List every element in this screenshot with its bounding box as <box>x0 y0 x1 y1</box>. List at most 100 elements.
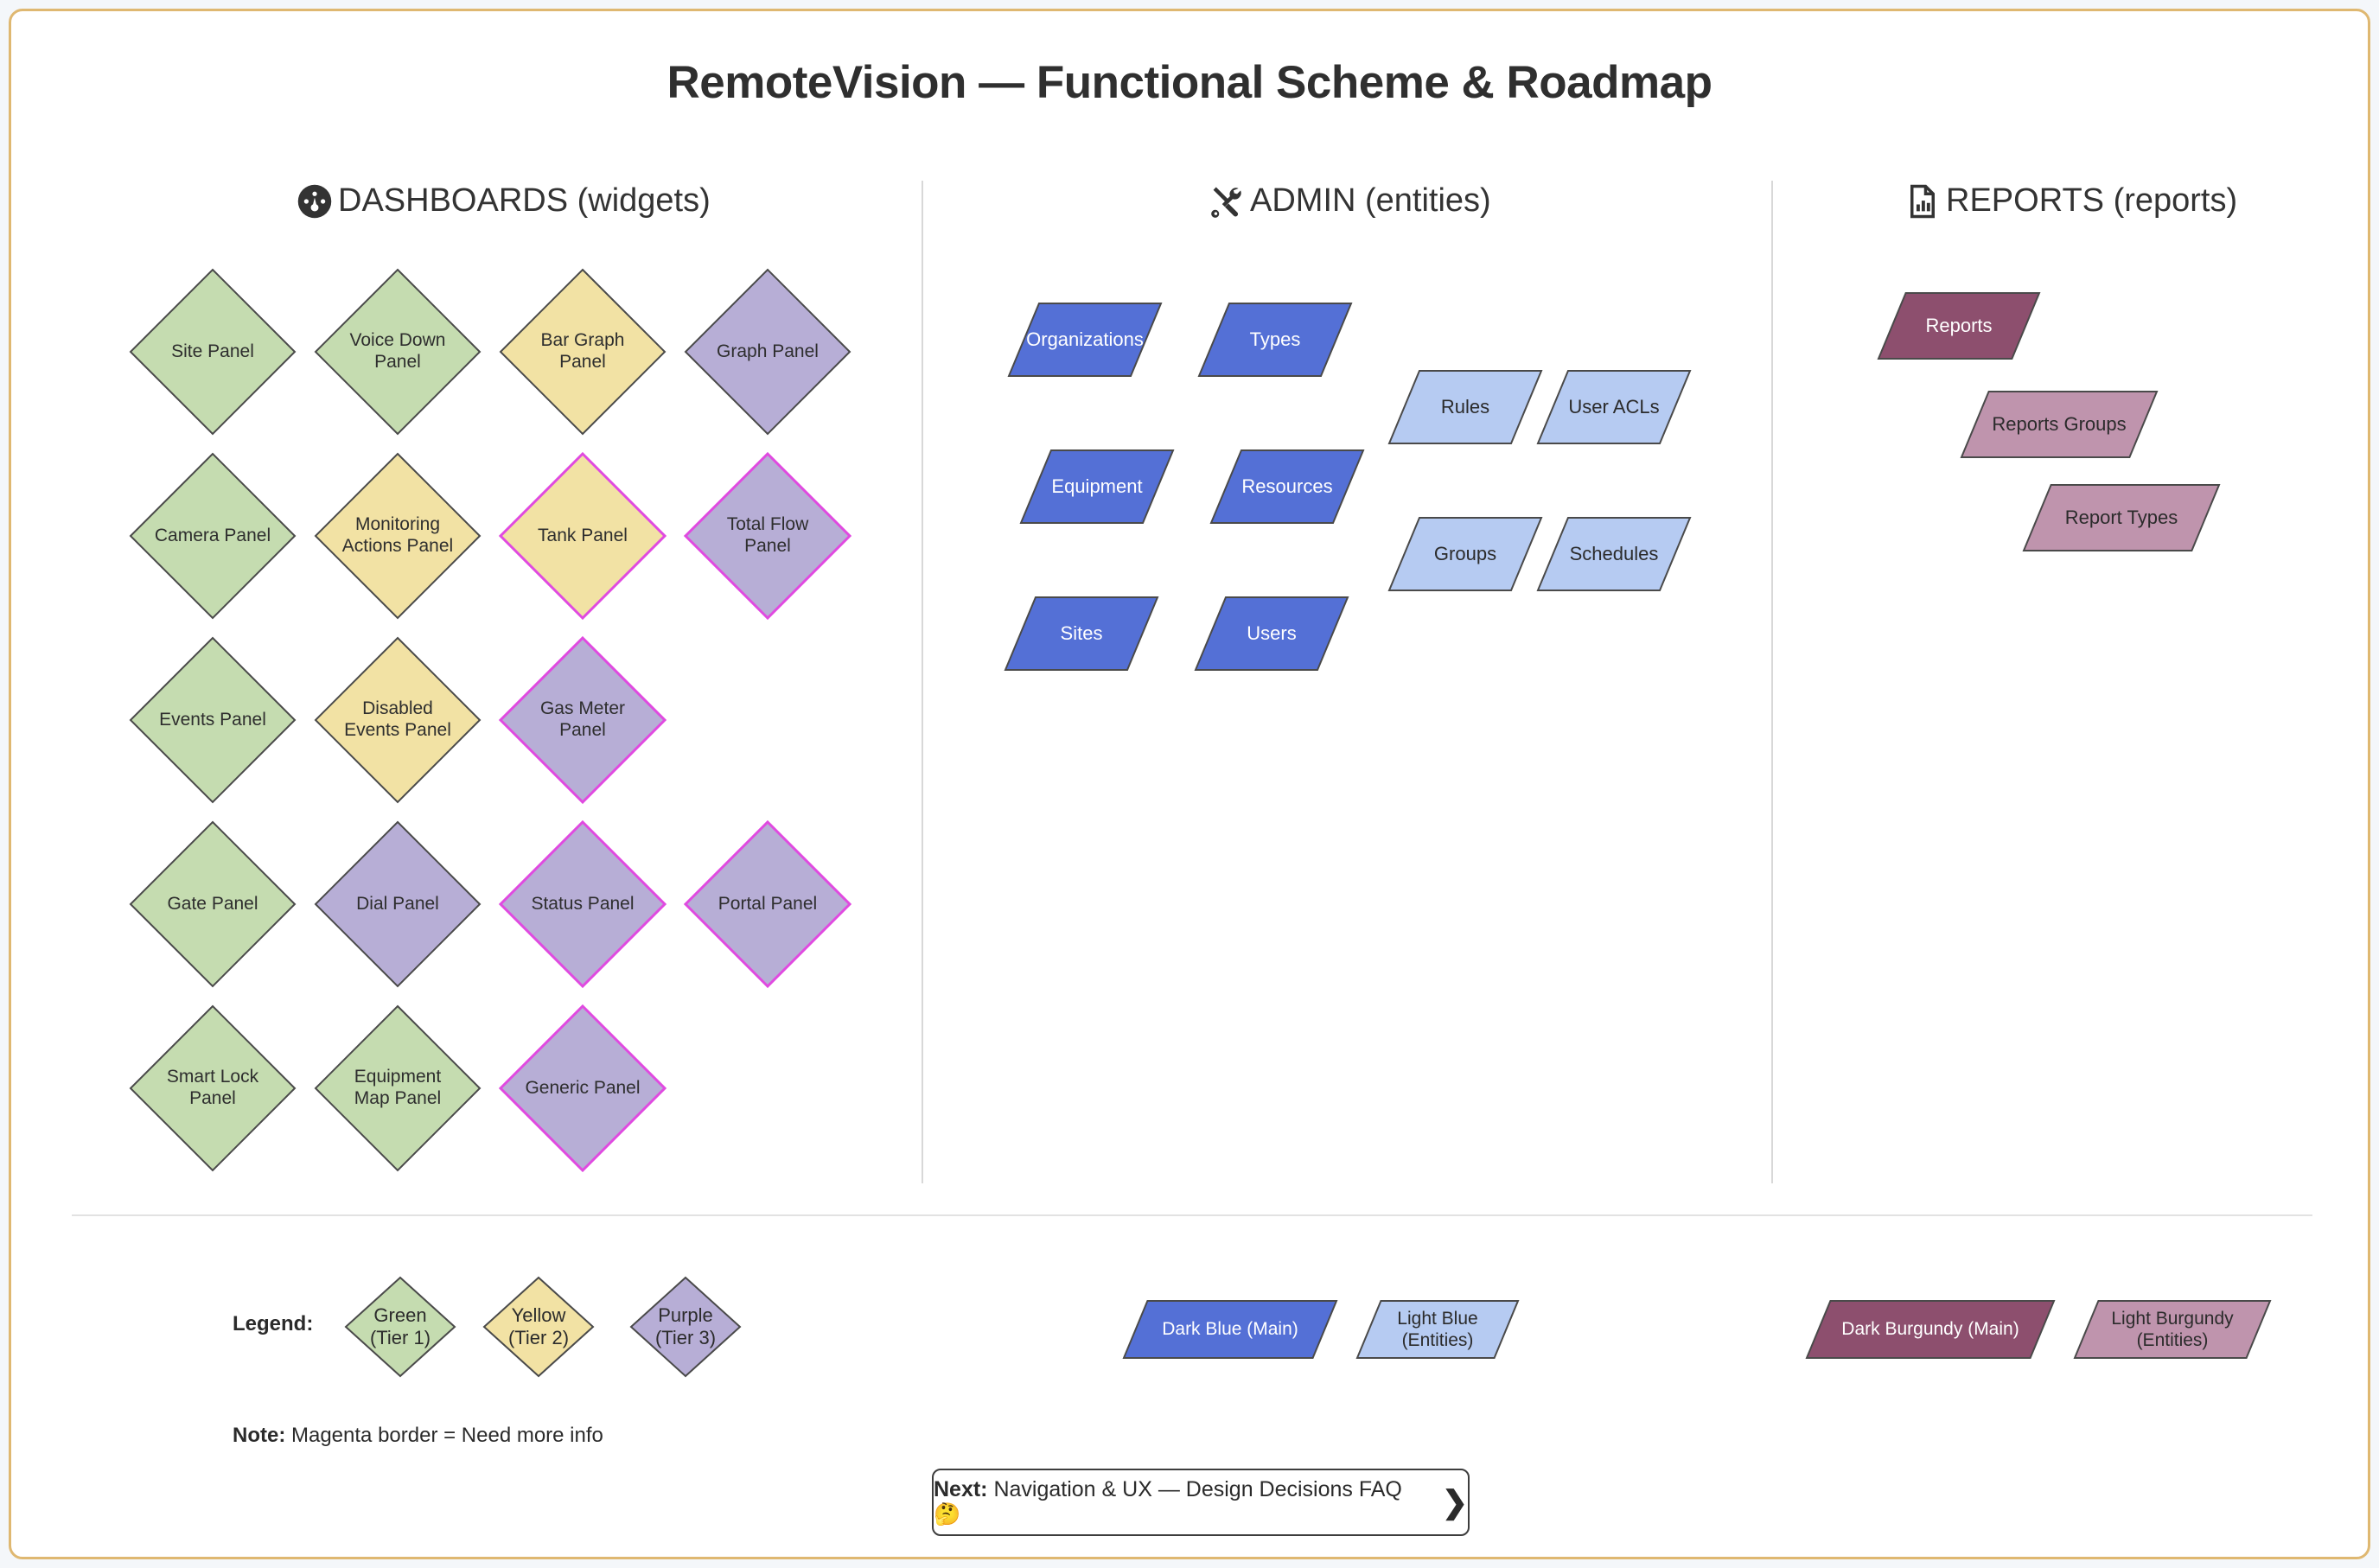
column-header-admin-label: ADMIN (entities) <box>1250 182 1491 219</box>
page-title: RemoteVision — Functional Scheme & Roadm… <box>667 57 1712 108</box>
diamond-shape <box>498 1004 667 1173</box>
entity-label: Rules <box>1440 395 1490 417</box>
chevron-right-icon[interactable]: ❯ <box>1441 1484 1468 1520</box>
widget-label: Disabled Events Panel <box>344 698 451 740</box>
parallelogram-shape <box>1197 303 1353 377</box>
widget-label: Gas Meter Panel <box>539 698 625 740</box>
column-divider-1 <box>922 181 923 1183</box>
widget-diamond[interactable]: Graph Panel <box>683 267 852 437</box>
entity-label: User ACLs <box>1568 395 1660 417</box>
widget-diamond[interactable]: Site Panel <box>128 267 297 437</box>
entity-label: Reports <box>1925 314 1993 336</box>
legend-shape-swatch: Dark Blue (Main) <box>1122 1299 1338 1360</box>
admin-entity[interactable]: Rules <box>1387 369 1543 445</box>
widget-label: Status Panel <box>531 893 635 914</box>
widget-diamond[interactable]: Dial Panel <box>313 819 482 989</box>
diamond-shape <box>129 636 297 804</box>
parallelogram-shape <box>1387 517 1543 591</box>
diamond-shape <box>683 819 852 989</box>
next-label: Next: Navigation & UX — Design Decisions… <box>934 1477 1430 1527</box>
diamond-shape <box>129 268 297 436</box>
widget-diamond[interactable]: Generic Panel <box>498 1004 667 1173</box>
legend-shape-swatch: Light Blue(Entities) <box>1355 1299 1520 1360</box>
diamond-shape <box>498 635 667 805</box>
widget-diamond[interactable]: Voice Down Panel <box>313 267 482 437</box>
diagram-card: RemoteVision — Functional Scheme & Roadm… <box>9 9 2370 1559</box>
legend-tier-diamond: Yellow(Tier 2) <box>482 1276 595 1378</box>
entity-label: Light Blue(Entities) <box>1397 1308 1478 1350</box>
widget-label: Site Panel <box>171 341 254 361</box>
column-header-reports: REPORTS (reports) <box>1904 182 2237 220</box>
parallelogram-shape <box>1007 303 1163 377</box>
diamond-shape <box>499 268 667 436</box>
next-button[interactable]: Next: Navigation & UX — Design Decisions… <box>932 1469 1470 1536</box>
entity-label: Sites <box>1060 621 1103 644</box>
column-header-admin: ADMIN (entities) <box>1209 182 1491 220</box>
parallelogram-shape <box>1004 596 1159 671</box>
widget-diamond[interactable]: Portal Panel <box>683 819 852 989</box>
entity-label: Reports Groups <box>1992 412 2127 435</box>
admin-entity[interactable]: Resources <box>1209 449 1365 525</box>
parallelogram-shape <box>1209 449 1365 524</box>
note-body: Magenta border = Need more info <box>285 1424 603 1447</box>
widget-label: Smart Lock Panel <box>166 1067 259 1108</box>
diamond-shape <box>498 819 667 989</box>
report-entity[interactable]: Reports Groups <box>1960 390 2159 459</box>
entity-label: Users <box>1247 621 1297 644</box>
admin-entity[interactable]: Users <box>1194 596 1349 672</box>
admin-entity[interactable]: User ACLs <box>1536 369 1692 445</box>
widget-diamond[interactable]: Equipment Map Panel <box>313 1004 482 1173</box>
report-entity[interactable]: Report Types <box>2022 483 2221 552</box>
widget-diamond[interactable]: Bar Graph Panel <box>498 267 667 437</box>
widget-label: Camera Panel <box>154 525 271 545</box>
widget-label: Events Panel <box>159 709 266 730</box>
diamond-shape <box>683 451 852 621</box>
widget-diamond[interactable]: Status Panel <box>498 819 667 989</box>
legend-tier-label: Yellow(Tier 2) <box>507 1303 570 1348</box>
admin-entity[interactable]: Equipment <box>1019 449 1175 525</box>
report-document-icon <box>1904 183 1941 220</box>
admin-entity[interactable]: Schedules <box>1536 516 1692 592</box>
parallelogram-shape <box>1122 1300 1338 1359</box>
diamond-shape <box>314 268 482 436</box>
entity-label: Schedules <box>1569 542 1659 564</box>
widget-diamond[interactable]: Events Panel <box>128 635 297 805</box>
entity-label: Report Types <box>2064 506 2178 528</box>
legend-tier-label: Green(Tier 1) <box>369 1303 431 1348</box>
entity-label: Dark Blue (Main) <box>1162 1319 1298 1340</box>
admin-entity[interactable]: Groups <box>1387 516 1543 592</box>
widget-diamond[interactable]: Gas Meter Panel <box>498 635 667 805</box>
diamond-shape <box>129 820 297 988</box>
admin-entity[interactable]: Sites <box>1004 596 1159 672</box>
admin-entity[interactable]: Types <box>1197 302 1353 378</box>
section-divider <box>72 1214 2312 1216</box>
column-header-dashboards: DASHBOARDS (widgets) <box>297 182 711 220</box>
parallelogram-shape <box>1355 1300 1520 1359</box>
widget-diamond[interactable]: Gate Panel <box>128 819 297 989</box>
widget-diamond[interactable]: Monitoring Actions Panel <box>313 451 482 621</box>
diamond-shape <box>314 820 482 988</box>
legend-tier-diamond: Purple(Tier 3) <box>629 1276 742 1378</box>
next-prefix: Next: <box>934 1477 988 1501</box>
widget-diamond[interactable]: Camera Panel <box>128 451 297 621</box>
diamond-shape <box>314 1004 482 1172</box>
widget-diamond[interactable]: Disabled Events Panel <box>313 635 482 805</box>
widget-diamond[interactable]: Tank Panel <box>498 451 667 621</box>
entity-label: Equipment <box>1051 475 1143 497</box>
widget-label: Portal Panel <box>718 893 818 914</box>
diamond-shape <box>314 636 482 804</box>
widget-diamond[interactable]: Total Flow Panel <box>683 451 852 621</box>
next-text: Navigation & UX — Design Decisions FAQ 🤔 <box>934 1477 1402 1527</box>
legend-tier-label: Purple(Tier 3) <box>654 1303 717 1348</box>
report-entity[interactable]: Reports <box>1877 291 2041 360</box>
gauge-icon <box>297 183 333 220</box>
widget-diamond[interactable]: Smart Lock Panel <box>128 1004 297 1173</box>
diamond-shape <box>314 452 482 620</box>
parallelogram-shape <box>1805 1300 2056 1359</box>
widget-label: Monitoring Actions Panel <box>341 514 454 556</box>
entity-label: Light Burgundy(Entities) <box>2111 1308 2234 1350</box>
widget-label: Equipment Map Panel <box>354 1067 442 1108</box>
widget-label: Tank Panel <box>538 525 628 545</box>
diamond-shape <box>482 1276 595 1378</box>
admin-entity[interactable]: Organizations <box>1007 302 1163 378</box>
